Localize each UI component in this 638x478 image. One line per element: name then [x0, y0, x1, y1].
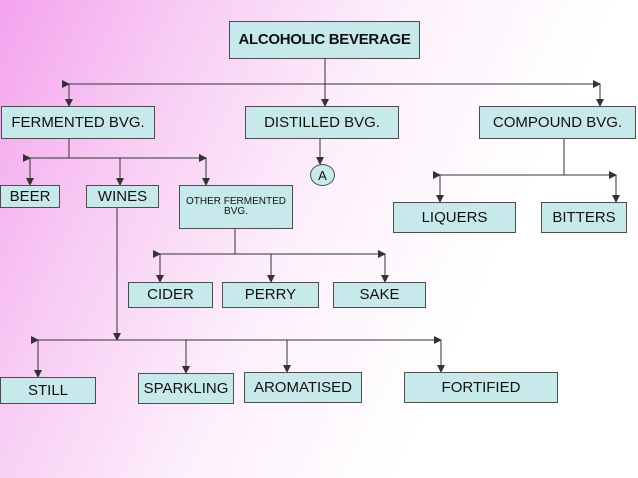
node-aromatised: AROMATISED [244, 372, 362, 403]
node-distilled-bvg: DISTILLED BVG. [245, 106, 399, 139]
node-compound-bvg: COMPOUND BVG. [479, 106, 636, 139]
node-connector-a: A [310, 164, 335, 186]
node-wines: WINES [86, 185, 159, 208]
node-bitters: BITTERS [541, 202, 627, 233]
node-liquers: LIQUERS [393, 202, 516, 233]
node-sake: SAKE [333, 282, 426, 308]
node-fortified: FORTIFIED [404, 372, 558, 403]
node-perry: PERRY [222, 282, 319, 308]
node-cider: CIDER [128, 282, 213, 308]
node-sparkling: SPARKLING [138, 373, 234, 404]
node-still: STILL [0, 377, 96, 404]
node-fermented-bvg: FERMENTED BVG. [1, 106, 155, 139]
node-alcoholic-beverage: ALCOHOLIC BEVERAGE [229, 21, 420, 59]
node-beer: BEER [0, 185, 60, 208]
node-other-fermented-bvg: OTHER FERMENTED BVG. [179, 185, 293, 229]
